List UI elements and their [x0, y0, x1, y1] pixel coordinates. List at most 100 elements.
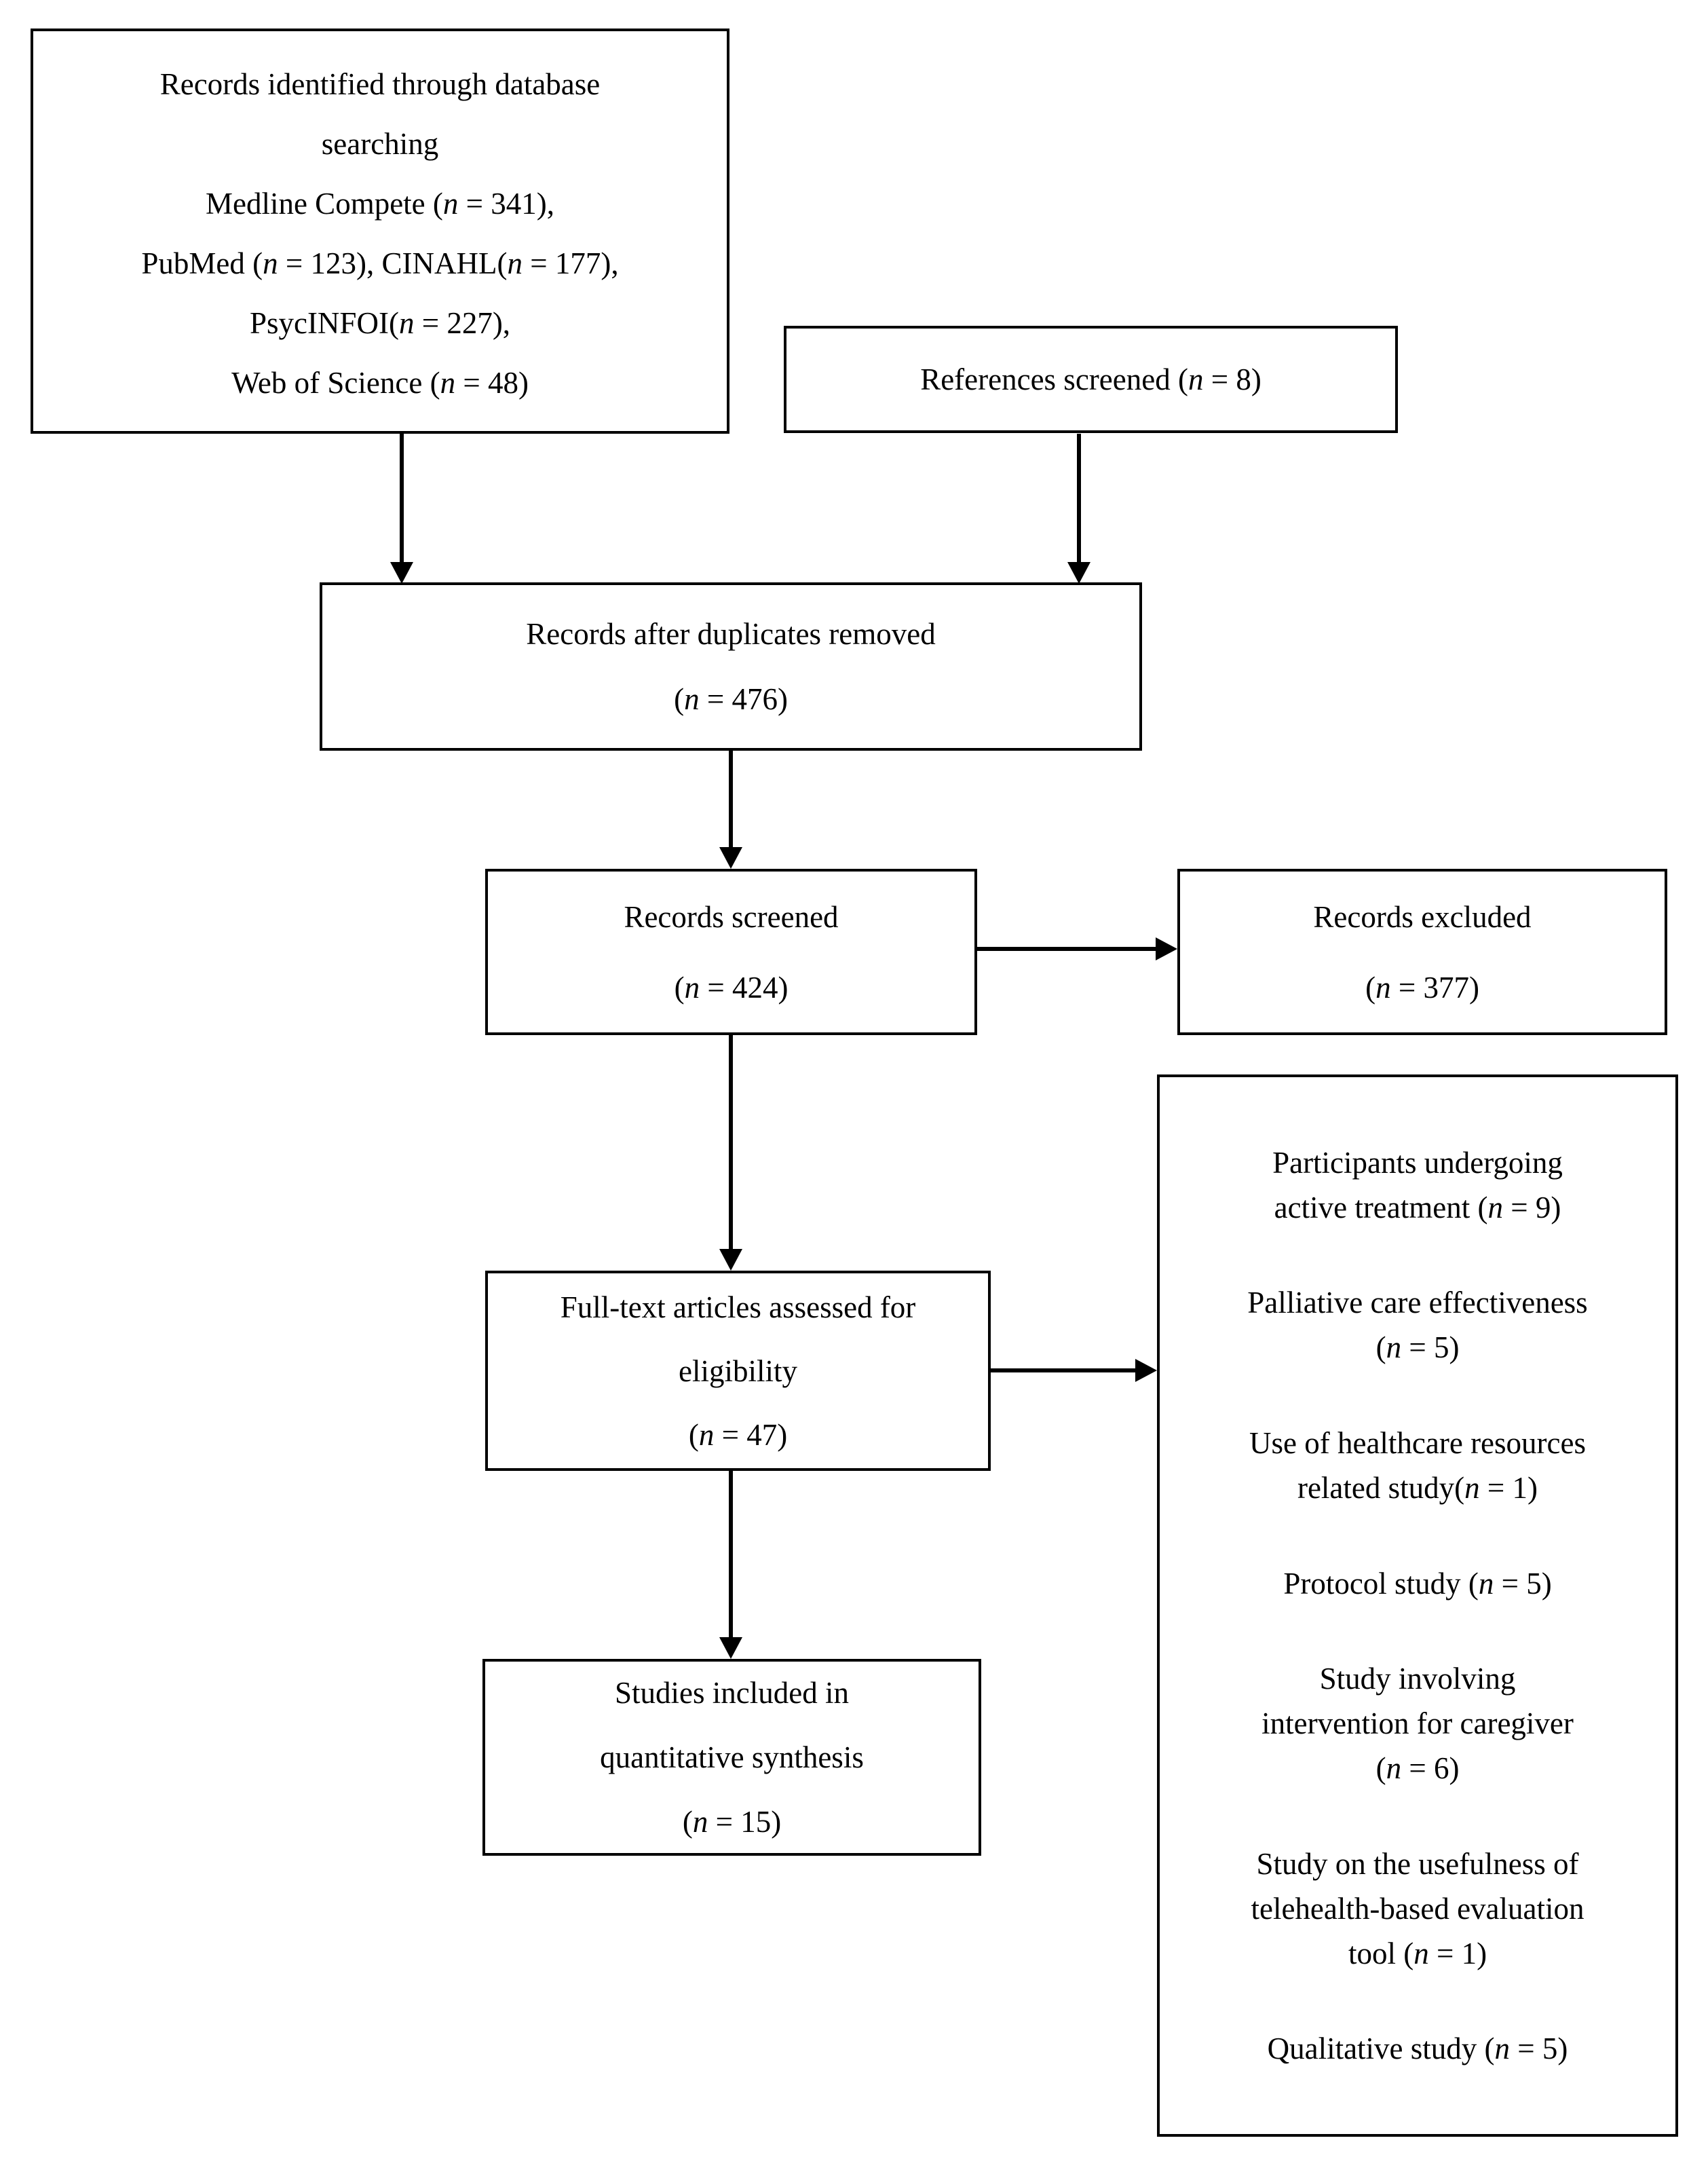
text-segment: Medline Compete ( — [205, 187, 443, 221]
italic-n-symbol: n — [263, 246, 278, 280]
text-line: (n = 6) — [1166, 1746, 1669, 1791]
text-segment: Records after duplicates removed — [526, 617, 936, 651]
exclusion-reason-item: Palliative care effectiveness (n = 5) — [1166, 1280, 1669, 1370]
italic-n-symbol: n — [1464, 1470, 1480, 1505]
text-segment: tool ( — [1348, 1936, 1414, 1970]
text-line: (n = 15) — [485, 1790, 979, 1854]
text-segment: related study( — [1297, 1470, 1465, 1505]
text-line: Study on the usefulness of — [1166, 1841, 1669, 1886]
italic-n-symbol: n — [1375, 970, 1391, 1005]
text-line: Protocol study (n = 5) — [1166, 1561, 1669, 1606]
text-segment: = 5) — [1494, 1566, 1552, 1601]
box-records-after-duplicates-removed: Records after duplicates removed (n = 476… — [320, 582, 1142, 751]
box-records-excluded: Records excluded (n = 377) — [1177, 869, 1667, 1035]
text-segment: = 1) — [1479, 1470, 1538, 1505]
italic-n-symbol: n — [684, 970, 700, 1005]
box-records-screened: Records screened (n = 424) — [485, 869, 977, 1035]
italic-n-symbol: n — [684, 682, 700, 716]
text-segment: Studies included in — [615, 1675, 849, 1710]
italic-n-symbol: n — [1386, 1751, 1402, 1786]
text-segment: Records excluded — [1313, 899, 1532, 934]
text-line: (n = 5) — [1166, 1325, 1669, 1370]
text-line: Studies included in — [485, 1661, 979, 1725]
text-line: Records identified through database — [33, 54, 727, 114]
text-segment: ( — [1365, 970, 1376, 1005]
exclusion-reason-item: Protocol study (n = 5) — [1166, 1561, 1669, 1606]
text-segment: ( — [682, 1804, 693, 1839]
text-segment: = 8) — [1203, 362, 1261, 396]
italic-n-symbol: n — [1478, 1566, 1494, 1601]
text-segment: = 5) — [1510, 2032, 1568, 2066]
text-segment: = 424) — [700, 970, 789, 1005]
arrow-screened-to-excluded-stem — [977, 947, 1158, 951]
arrow-fulltext-to-reasons-stem — [991, 1368, 1137, 1372]
text-segment: eligibility — [679, 1353, 797, 1388]
text-segment: intervention for caregiver — [1261, 1706, 1574, 1741]
arrow-duplicates-to-screened-stem — [729, 751, 733, 850]
text-segment: Records identified through database — [159, 67, 601, 101]
text-line: PsycINFOI(n = 227), — [33, 293, 727, 353]
text-segment: ( — [1375, 1751, 1386, 1786]
text-line: Full-text articles assessed for — [488, 1275, 988, 1339]
italic-n-symbol: n — [692, 1804, 708, 1839]
text-line: quantitative synthesis — [485, 1725, 979, 1790]
arrow-fulltext-to-included-stem — [729, 1471, 733, 1639]
arrow-fulltext-to-included-head-icon — [719, 1637, 742, 1659]
text-segment: = 476) — [699, 682, 788, 716]
text-segment: = 47) — [714, 1417, 788, 1452]
text-line: tool (n = 1) — [1166, 1931, 1669, 1976]
text-segment: Palliative care effectiveness — [1247, 1286, 1588, 1320]
text-segment: ( — [1375, 1330, 1386, 1365]
italic-n-symbol: n — [698, 1417, 715, 1452]
text-line: related study(n = 1) — [1166, 1465, 1669, 1510]
text-segment: Records screened — [624, 899, 839, 934]
text-segment: = 6) — [1401, 1751, 1460, 1786]
exclusion-reason-item: Study involving intervention for caregive… — [1166, 1656, 1669, 1791]
text-line: Participants undergoing — [1166, 1140, 1669, 1185]
arrow-screened-to-excluded-head-icon — [1156, 937, 1177, 960]
arrow-fulltext-to-reasons-head-icon — [1135, 1359, 1157, 1382]
text-segment: Full-text articles assessed for — [560, 1290, 916, 1324]
text-segment: Qualitative study ( — [1267, 2032, 1495, 2066]
text-segment: = 377) — [1390, 970, 1479, 1005]
arrow-references-to-duplicates-head-icon — [1067, 562, 1090, 584]
text-segment: searching — [321, 127, 439, 161]
text-segment: = 5) — [1401, 1330, 1460, 1365]
text-line: Palliative care effectiveness — [1166, 1280, 1669, 1325]
text-segment: PubMed ( — [141, 246, 263, 280]
text-segment: PsycINFOI( — [249, 306, 399, 340]
text-line: PubMed (n = 123), CINAHL(n = 177), — [33, 233, 727, 293]
text-segment: quantitative synthesis — [600, 1740, 864, 1774]
text-segment: telehealth-based evaluation — [1251, 1891, 1584, 1926]
text-line: References screened (n = 8) — [786, 352, 1395, 407]
text-line: Medline Compete (n = 341), — [33, 174, 727, 233]
arrow-identification-to-duplicates-stem — [400, 434, 404, 565]
arrow-screened-to-fulltext-stem — [729, 1035, 733, 1250]
text-segment: = 48) — [455, 366, 529, 400]
exclusion-reason-item: Study on the usefulness of telehealth-bas… — [1166, 1841, 1669, 1976]
text-line: intervention for caregiver — [1166, 1701, 1669, 1746]
italic-n-symbol: n — [507, 246, 523, 280]
text-segment: Study involving — [1319, 1662, 1516, 1696]
text-segment: = 227), — [414, 306, 511, 340]
text-line: (n = 476) — [322, 667, 1139, 732]
italic-n-symbol: n — [1494, 2032, 1511, 2066]
text-segment: = 123), CINAHL( — [278, 246, 508, 280]
text-segment: Use of healthcare resources — [1249, 1425, 1586, 1460]
arrow-references-to-duplicates-stem — [1077, 434, 1081, 565]
text-line: Records after duplicates removed — [322, 601, 1139, 667]
italic-n-symbol: n — [1386, 1330, 1402, 1365]
text-segment: = 1) — [1428, 1936, 1487, 1970]
text-line: Study involving — [1166, 1656, 1669, 1701]
italic-n-symbol: n — [1413, 1936, 1429, 1970]
text-line: (n = 424) — [488, 952, 974, 1023]
text-segment: = 15) — [708, 1804, 782, 1839]
text-segment: Web of Science ( — [231, 366, 440, 400]
text-segment: References screened ( — [920, 362, 1188, 396]
box-fulltext-assessed-eligibility: Full-text articles assessed for eligibili… — [485, 1271, 991, 1471]
text-line: telehealth-based evaluation — [1166, 1886, 1669, 1931]
box-records-identified-database-searching: Records identified through database searc… — [31, 29, 729, 434]
